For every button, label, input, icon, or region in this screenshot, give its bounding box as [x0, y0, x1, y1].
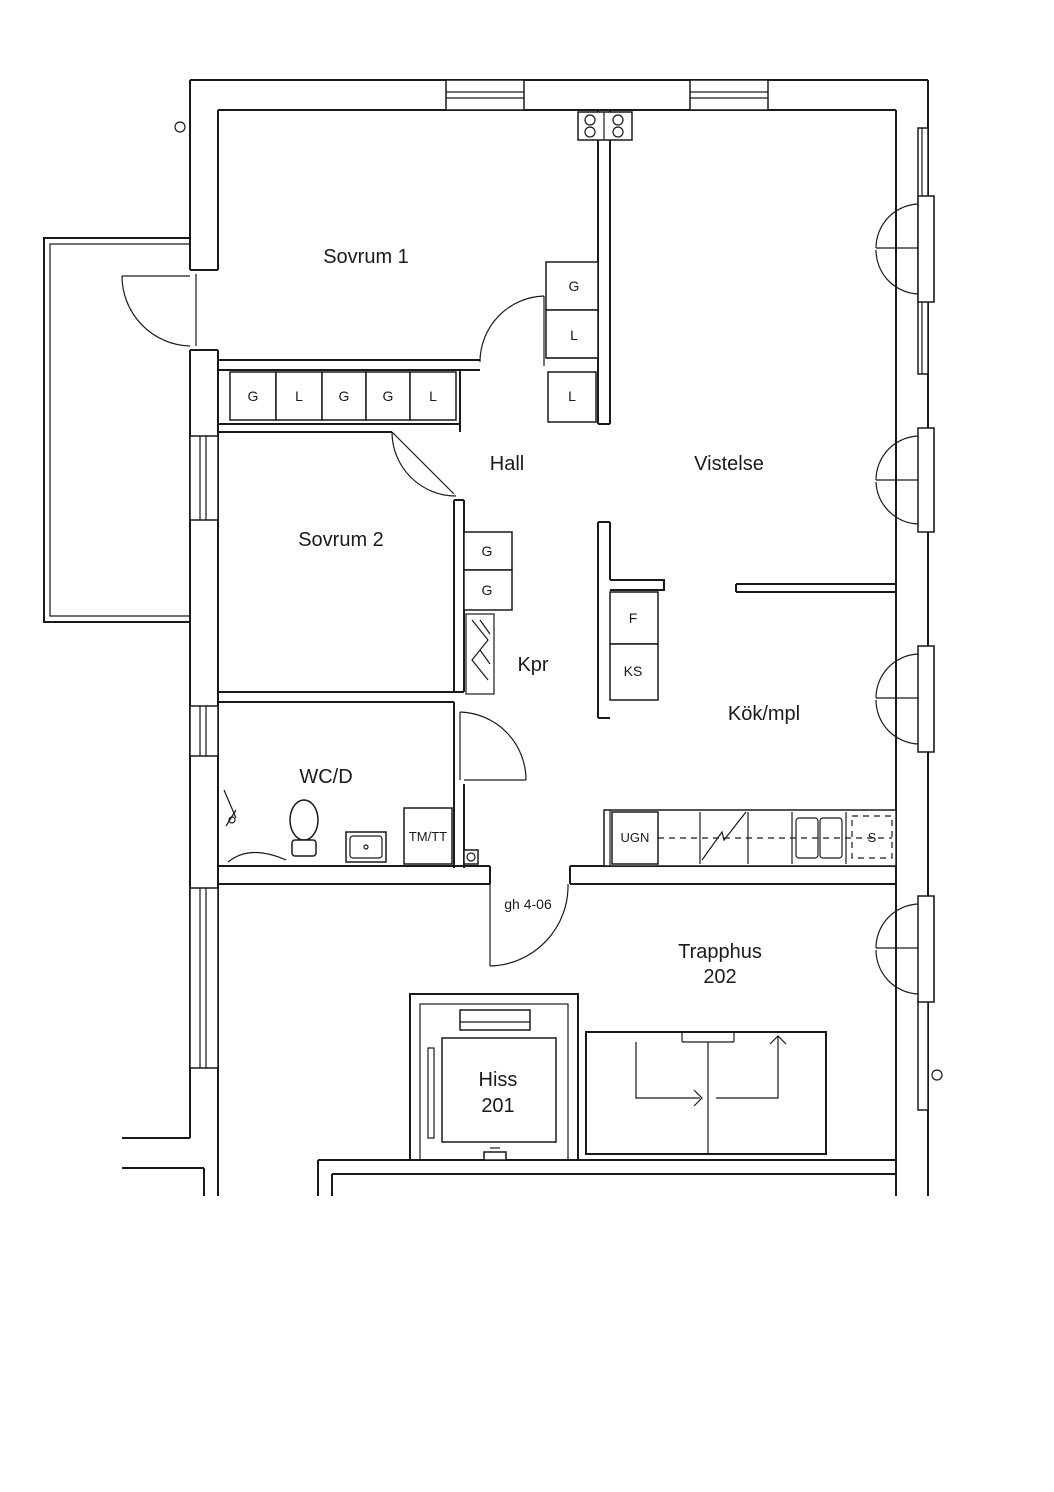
- room-label-trapphus-number: 202: [703, 966, 736, 988]
- room-label-hiss: Hiss: [479, 1069, 518, 1091]
- kitchen-counter: UGN S: [603, 809, 897, 867]
- window-left-trapphus: [189, 887, 219, 1069]
- sovrum2-door: [391, 431, 457, 497]
- kpr-storage: G G: [463, 531, 513, 695]
- dishwasher-label: S: [868, 830, 877, 845]
- wardrobe-row: G L G G L: [229, 371, 457, 421]
- room-label-wcd: WC/D: [299, 766, 352, 788]
- washer-dryer: [403, 807, 453, 865]
- window-left-sovrum2: [189, 435, 219, 521]
- entrance-door: [489, 883, 569, 967]
- sovrum1-door: [479, 295, 545, 366]
- elevator: [409, 993, 579, 1161]
- balcony: [43, 237, 190, 623]
- french-door-4: [875, 895, 935, 1003]
- wc-fixtures: TM/TT: [223, 789, 479, 865]
- wardrobe-label-3: G: [339, 388, 350, 404]
- wardrobe-label-5: L: [429, 388, 437, 404]
- fridge-label: KS: [624, 663, 643, 679]
- french-doors: [875, 195, 935, 1003]
- wardrobe-label-4: G: [383, 388, 394, 404]
- room-label-kok: Kök/mpl: [728, 703, 800, 725]
- oven-label: UGN: [621, 830, 650, 845]
- window-right-lower: [917, 999, 929, 1111]
- room-label-vistelse: Vistelse: [694, 453, 764, 475]
- wardrobe-col-label-3: L: [568, 388, 576, 404]
- room-label-kpr: Kpr: [517, 654, 548, 676]
- kpr-label-2: G: [482, 582, 493, 598]
- french-door-2: [875, 427, 935, 533]
- room-label-sovrum2: Sovrum 2: [298, 529, 384, 551]
- french-door-3: [875, 645, 935, 753]
- freezer-label: F: [629, 610, 638, 626]
- room-label-trapphus: Trapphus: [678, 941, 762, 963]
- wardrobe-label-2: L: [295, 388, 303, 404]
- balcony-door: [121, 274, 197, 347]
- wc-door: [459, 711, 527, 781]
- marker-circle-left: [174, 121, 186, 133]
- marker-circle-right: [931, 1069, 943, 1081]
- fridge-freezer: F KS: [609, 591, 659, 701]
- window-left-wc: [189, 705, 219, 757]
- room-label-hiss-number: 201: [481, 1095, 514, 1117]
- french-door-1: [875, 195, 935, 303]
- kpr-label-1: G: [482, 543, 493, 559]
- entrance-door-label: gh 4-06: [504, 896, 552, 912]
- window-top-right: [689, 79, 769, 111]
- hob-top: [577, 111, 633, 141]
- washer-dryer-label: TM/TT: [409, 829, 447, 844]
- windows: [189, 79, 929, 1111]
- wardrobe-column: G L L: [545, 261, 599, 423]
- room-label-sovrum1: Sovrum 1: [323, 246, 409, 268]
- doors: [121, 274, 569, 967]
- wardrobe-col-label-2: L: [570, 327, 578, 343]
- floor-drain: [463, 849, 479, 865]
- sink: [345, 831, 387, 863]
- wardrobe-col-label-1: G: [569, 278, 580, 294]
- staircase: [585, 1031, 827, 1155]
- wardrobe-label-1: G: [248, 388, 259, 404]
- window-top-left: [445, 79, 525, 111]
- toilet: [289, 799, 319, 841]
- room-label-hall: Hall: [490, 453, 524, 475]
